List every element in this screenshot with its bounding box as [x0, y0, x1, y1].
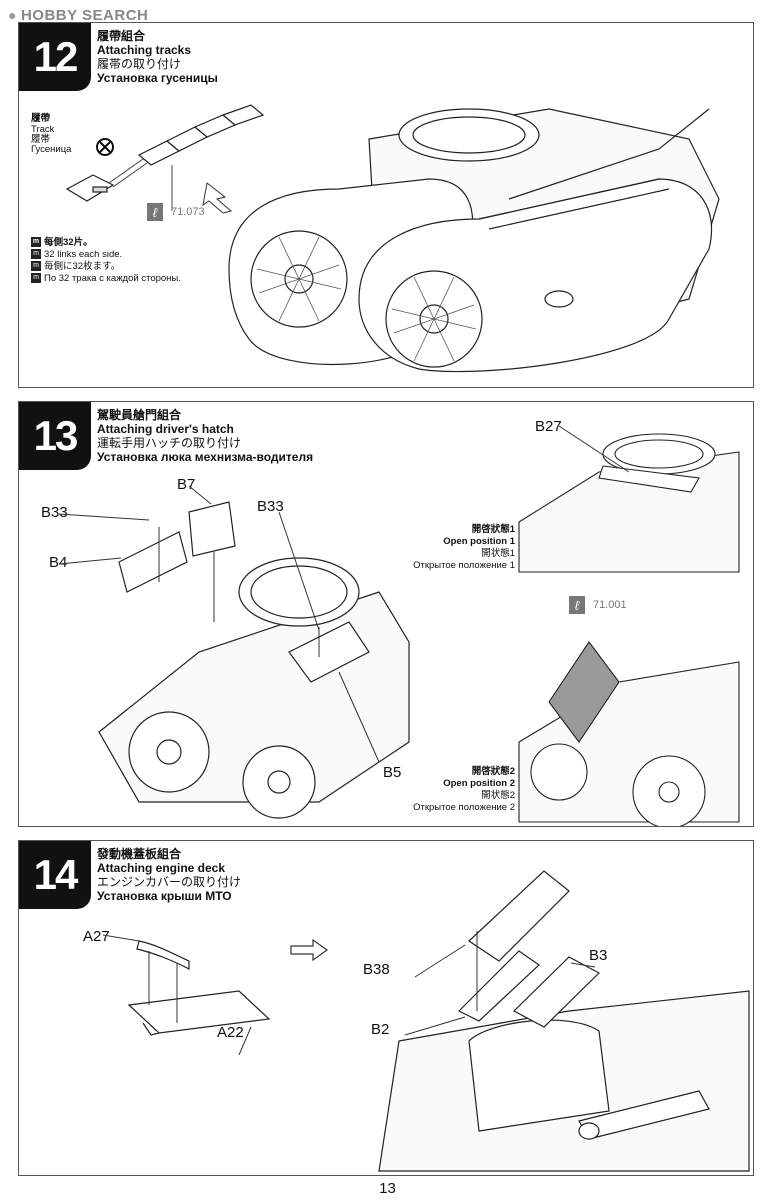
driver-hatch-assembly-diagram — [58, 485, 410, 819]
position1-en: Open position 1 — [443, 536, 515, 547]
engine-deck-subassembly-diagram — [102, 934, 271, 1056]
page-number: 13 — [379, 1180, 396, 1197]
paint-code: 71.001 — [593, 599, 627, 611]
step-number: 12 — [19, 23, 91, 91]
note-icon: m — [31, 237, 41, 248]
step-title: 履帶組合 Attaching tracks 履帯の取り付け Установка … — [97, 29, 218, 85]
step-14-panel: 14 發動機蓋板組合 Attaching engine deck エンジンカバー… — [18, 840, 754, 1176]
title-ru: Установка крыши МТО — [97, 889, 232, 903]
part-b5: B5 — [383, 764, 402, 781]
title-jp: 履帯の取り付け — [97, 57, 182, 71]
track-links-diagram — [65, 104, 265, 214]
step-title: 駕駛員艙門組合 Attaching driver's hatch 運転手用ハッチ… — [97, 408, 313, 464]
title-zh: 履帶組合 — [97, 29, 146, 43]
paint-brush-icon: ℓ — [147, 203, 163, 221]
note-icon: m — [31, 249, 41, 260]
title-ru: Установка люка мехнизма-водителя — [97, 450, 314, 464]
part-b27: B27 — [535, 418, 562, 435]
step-12-panel: 12 履帶組合 Attaching tracks 履帯の取り付け Установ… — [18, 22, 754, 388]
position2-ru: Открытое положение 2 — [413, 802, 515, 813]
position1-ru: Открытое положение 1 — [413, 560, 515, 571]
hobby-search-logo-icon: ● — [8, 7, 17, 23]
track-label-en: Track — [31, 124, 55, 135]
watermark: ● HOBBY SEARCH — [8, 6, 148, 24]
step-number: 13 — [19, 402, 91, 470]
watermark-text: HOBBY SEARCH — [20, 6, 149, 24]
title-jp: エンジンカバーの取り付け — [97, 875, 242, 889]
part-b3: B3 — [589, 947, 608, 964]
part-b38: B38 — [363, 961, 390, 978]
no-glue-icon — [96, 138, 114, 156]
title-zh: 駕駛員艙門組合 — [97, 408, 182, 422]
step-13-panel: 13 駕駛員艙門組合 Attaching driver's hatch 運転手用… — [18, 401, 754, 827]
step-title: 發動機蓋板組合 Attaching engine deck エンジンカバーの取り… — [97, 847, 241, 903]
open-position-1-view — [518, 425, 740, 573]
position2-jp: 開状態2 — [481, 790, 515, 801]
engine-deck-on-hull-diagram — [378, 870, 750, 1172]
position1-jp: 開状態1 — [481, 548, 515, 559]
part-b33-left: B33 — [41, 504, 68, 521]
part-b33-right: B33 — [257, 498, 284, 515]
track-label-jp: 履帯 — [31, 134, 51, 145]
paint-code: 71.073 — [171, 206, 205, 218]
next-step-arrow-icon — [290, 938, 329, 962]
part-a27: A27 — [83, 928, 110, 945]
part-b2: B2 — [371, 1021, 390, 1038]
open-position-2-view — [518, 641, 740, 826]
paint-brush-icon: ℓ — [569, 596, 585, 614]
position2-zh: 開啓狀態2 — [471, 766, 515, 777]
part-a22: A22 — [217, 1024, 244, 1041]
title-ru: Установка гусеницы — [97, 71, 218, 85]
note-icon: m — [31, 261, 41, 272]
part-b7: B7 — [177, 476, 196, 493]
track-label-ru: Гусеница — [31, 144, 72, 155]
title-en: Attaching driver's hatch — [97, 422, 234, 436]
title-jp: 運転手用ハッチの取り付け — [97, 436, 242, 450]
tank-hull-tracks-illustration — [228, 108, 720, 373]
position2-en: Open position 2 — [443, 778, 515, 789]
note-icon: m — [31, 273, 41, 284]
position1-zh: 開啓狀態1 — [471, 524, 515, 535]
part-b4: B4 — [49, 554, 68, 571]
track-label-zh: 履帶 — [31, 113, 51, 124]
title-en: Attaching tracks — [97, 43, 192, 57]
title-en: Attaching engine deck — [97, 861, 226, 875]
step-number: 14 — [19, 841, 91, 909]
title-zh: 發動機蓋板組合 — [97, 847, 182, 861]
